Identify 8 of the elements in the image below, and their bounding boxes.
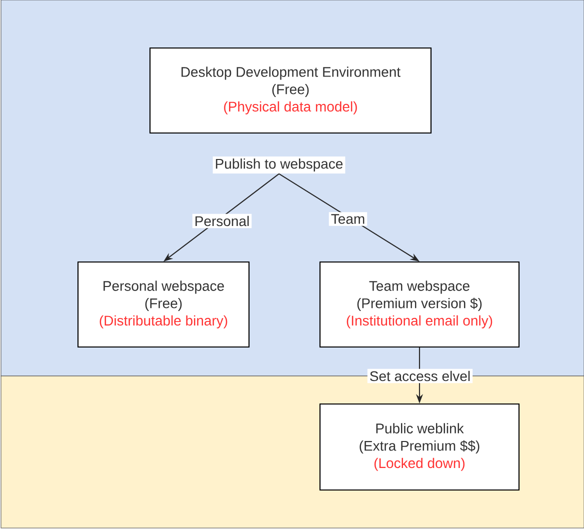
edge-label: Set access elvel bbox=[367, 368, 473, 384]
process-box: Team webspace (Premium version $) (Institutional email only) bbox=[319, 261, 520, 348]
flow-label: Publish to webspace bbox=[212, 156, 346, 174]
process-box: Personal webspace (Free) (Distributable binary) bbox=[77, 261, 250, 348]
edge-label: Team bbox=[328, 212, 368, 226]
edge-label: Personal bbox=[192, 214, 252, 228]
process-box: Desktop Development Environment (Free) (Physical data model) bbox=[149, 47, 432, 134]
process-box: Public weblink (Extra Premium $$) (Locked down) bbox=[319, 403, 520, 491]
